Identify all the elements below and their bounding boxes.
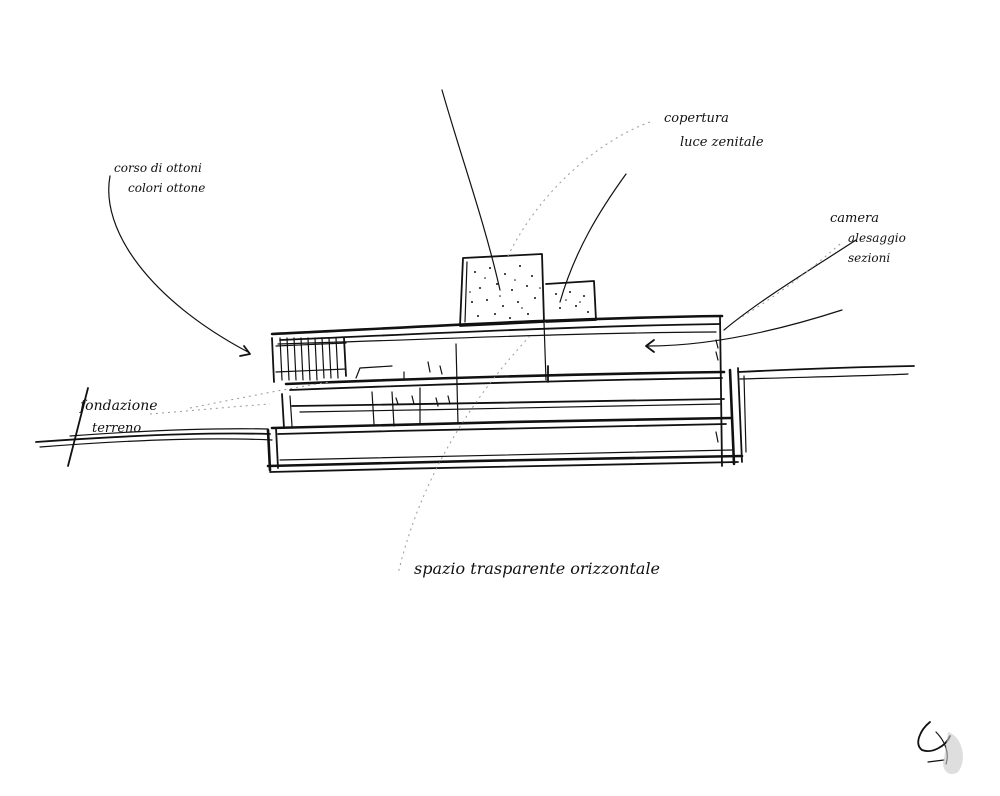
- note-right-line-1: camera: [830, 211, 879, 226]
- bottom-caption: spazio trasparente orizzontale: [414, 559, 660, 578]
- note-top-left-line-1: corso di ottoni: [114, 161, 202, 175]
- note-right-line-3: sezioni: [848, 251, 890, 265]
- middle-floor-slab: [291, 398, 725, 413]
- leader-line-top-left: [108, 175, 251, 357]
- note-left-line-2: terreno: [92, 421, 141, 436]
- note-top-left: corso di ottoni colori ottone: [114, 161, 205, 195]
- signature-mark: [917, 721, 963, 775]
- note-right: camera alesaggio sezioni: [830, 211, 906, 265]
- left-end-wall: [266, 393, 293, 472]
- leader-line-right: [645, 239, 857, 353]
- note-top-center: copertura luce zenitale: [664, 111, 764, 150]
- note-left: fondazione terreno: [67, 387, 158, 467]
- dotted-leader-lines: [149, 121, 841, 575]
- skylight-block-small: [545, 280, 597, 323]
- lower-floor-slab: [270, 416, 732, 435]
- ground-line-right: [737, 365, 915, 380]
- skylight-block-large: [459, 253, 545, 327]
- upper-floor-slab: [284, 370, 726, 391]
- note-top-center-line-1: copertura: [664, 111, 729, 126]
- note-bottom-caption: spazio trasparente orizzontale: [414, 559, 660, 578]
- right-end-wall: [719, 315, 747, 467]
- base-slab: [266, 449, 744, 473]
- ground-line-left: [35, 428, 273, 448]
- note-top-center-line-2: luce zenitale: [680, 135, 764, 150]
- note-left-line-1: fondazione: [79, 398, 158, 414]
- note-right-line-2: alesaggio: [848, 231, 906, 245]
- interior-hatching: [355, 339, 719, 443]
- brass-louver-screen: [271, 337, 347, 383]
- note-top-left-line-2: colori ottone: [128, 181, 205, 195]
- leader-line-top-center: [441, 89, 627, 303]
- interior-walls: [371, 321, 549, 427]
- roof-slab: [270, 314, 724, 345]
